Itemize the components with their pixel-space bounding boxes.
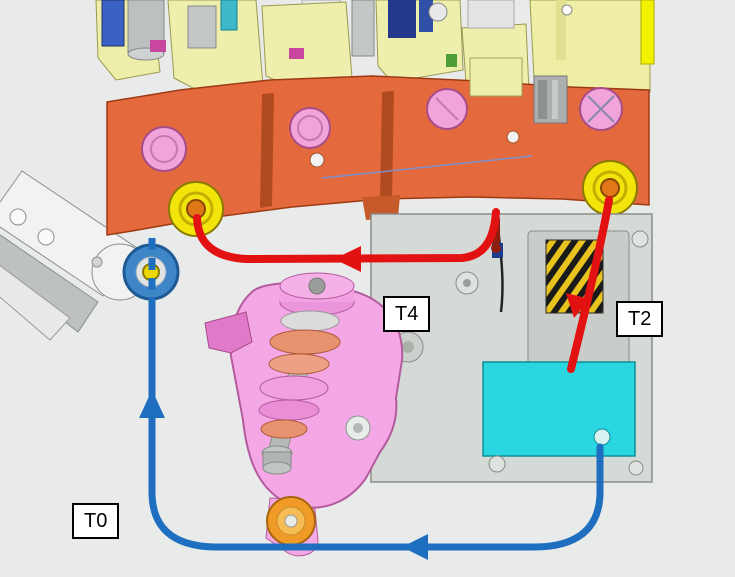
orange-bracket — [106, 75, 650, 237]
bracket-hole — [37, 228, 55, 246]
tensioner-tab — [204, 311, 253, 354]
blue-part — [101, 0, 125, 47]
blue-arrow-left-icon — [402, 534, 428, 560]
left-bracket-arm — [0, 170, 149, 341]
red-arrow-left-icon — [334, 246, 361, 272]
label-t0: T0 — [72, 503, 120, 539]
bore-cross — [587, 95, 615, 123]
screw-hole — [631, 230, 649, 248]
white-part — [467, 0, 515, 29]
blue-ring-pulley — [122, 243, 180, 301]
disc-pink — [258, 399, 320, 421]
bracket-slot — [260, 93, 274, 208]
label-t4: T4 — [383, 296, 431, 332]
label-t2: T2 — [616, 301, 664, 337]
bracket-gray-layer — [0, 234, 99, 333]
bearing-center — [402, 341, 414, 353]
hole — [561, 4, 573, 16]
magenta-part — [150, 40, 166, 52]
red-arrow-down-icon — [566, 293, 590, 318]
screw-hole — [593, 428, 611, 446]
cap-center — [308, 277, 326, 295]
screw-hole — [628, 460, 644, 476]
gray-cylinder — [351, 0, 375, 57]
blue-route-main — [148, 302, 604, 551]
small-hole — [506, 130, 520, 144]
magenta-part — [289, 48, 304, 59]
slot-line — [556, 0, 566, 60]
orange-boss-center — [284, 514, 298, 528]
gray-block-slot — [552, 80, 558, 119]
bracket-hole — [9, 208, 27, 226]
blue-arrow-up-icon — [139, 390, 165, 418]
red-route — [193, 196, 613, 373]
base-plate — [370, 213, 653, 483]
disc-salmon — [269, 329, 341, 355]
pink-bore — [141, 126, 187, 172]
shaft-base-cap — [262, 461, 292, 475]
screw-center — [463, 279, 471, 287]
body-hole-center — [353, 423, 363, 433]
disc-salmon — [260, 419, 308, 439]
pink-bore — [289, 107, 331, 149]
screw-hole — [488, 455, 506, 473]
pink-tensioner — [204, 272, 404, 557]
yellow-strip — [640, 0, 655, 65]
gray-block-slot — [538, 80, 547, 119]
red-route-b — [567, 196, 613, 373]
bracket-hole-small — [91, 256, 103, 268]
boss-center — [600, 178, 620, 198]
bore-mark — [435, 97, 459, 121]
bracket-lower-white — [0, 264, 71, 341]
disc-silver — [280, 310, 340, 332]
blue-route — [139, 238, 604, 560]
white-ring — [428, 2, 448, 22]
edge-line — [321, 155, 533, 179]
green-part — [446, 54, 457, 67]
teal-part — [220, 0, 238, 31]
small-hole — [309, 152, 325, 168]
red-pin-tip — [491, 243, 501, 253]
disc-salmon — [268, 353, 330, 375]
disc-pink — [259, 375, 329, 401]
navy-part — [388, 0, 416, 38]
pink-bore-inner — [297, 115, 323, 141]
pink-bore-inner — [150, 135, 178, 163]
yellow-tab — [469, 57, 523, 97]
bracket-slot — [380, 91, 394, 202]
cyan-plate — [482, 361, 636, 457]
gray-part — [187, 5, 217, 49]
